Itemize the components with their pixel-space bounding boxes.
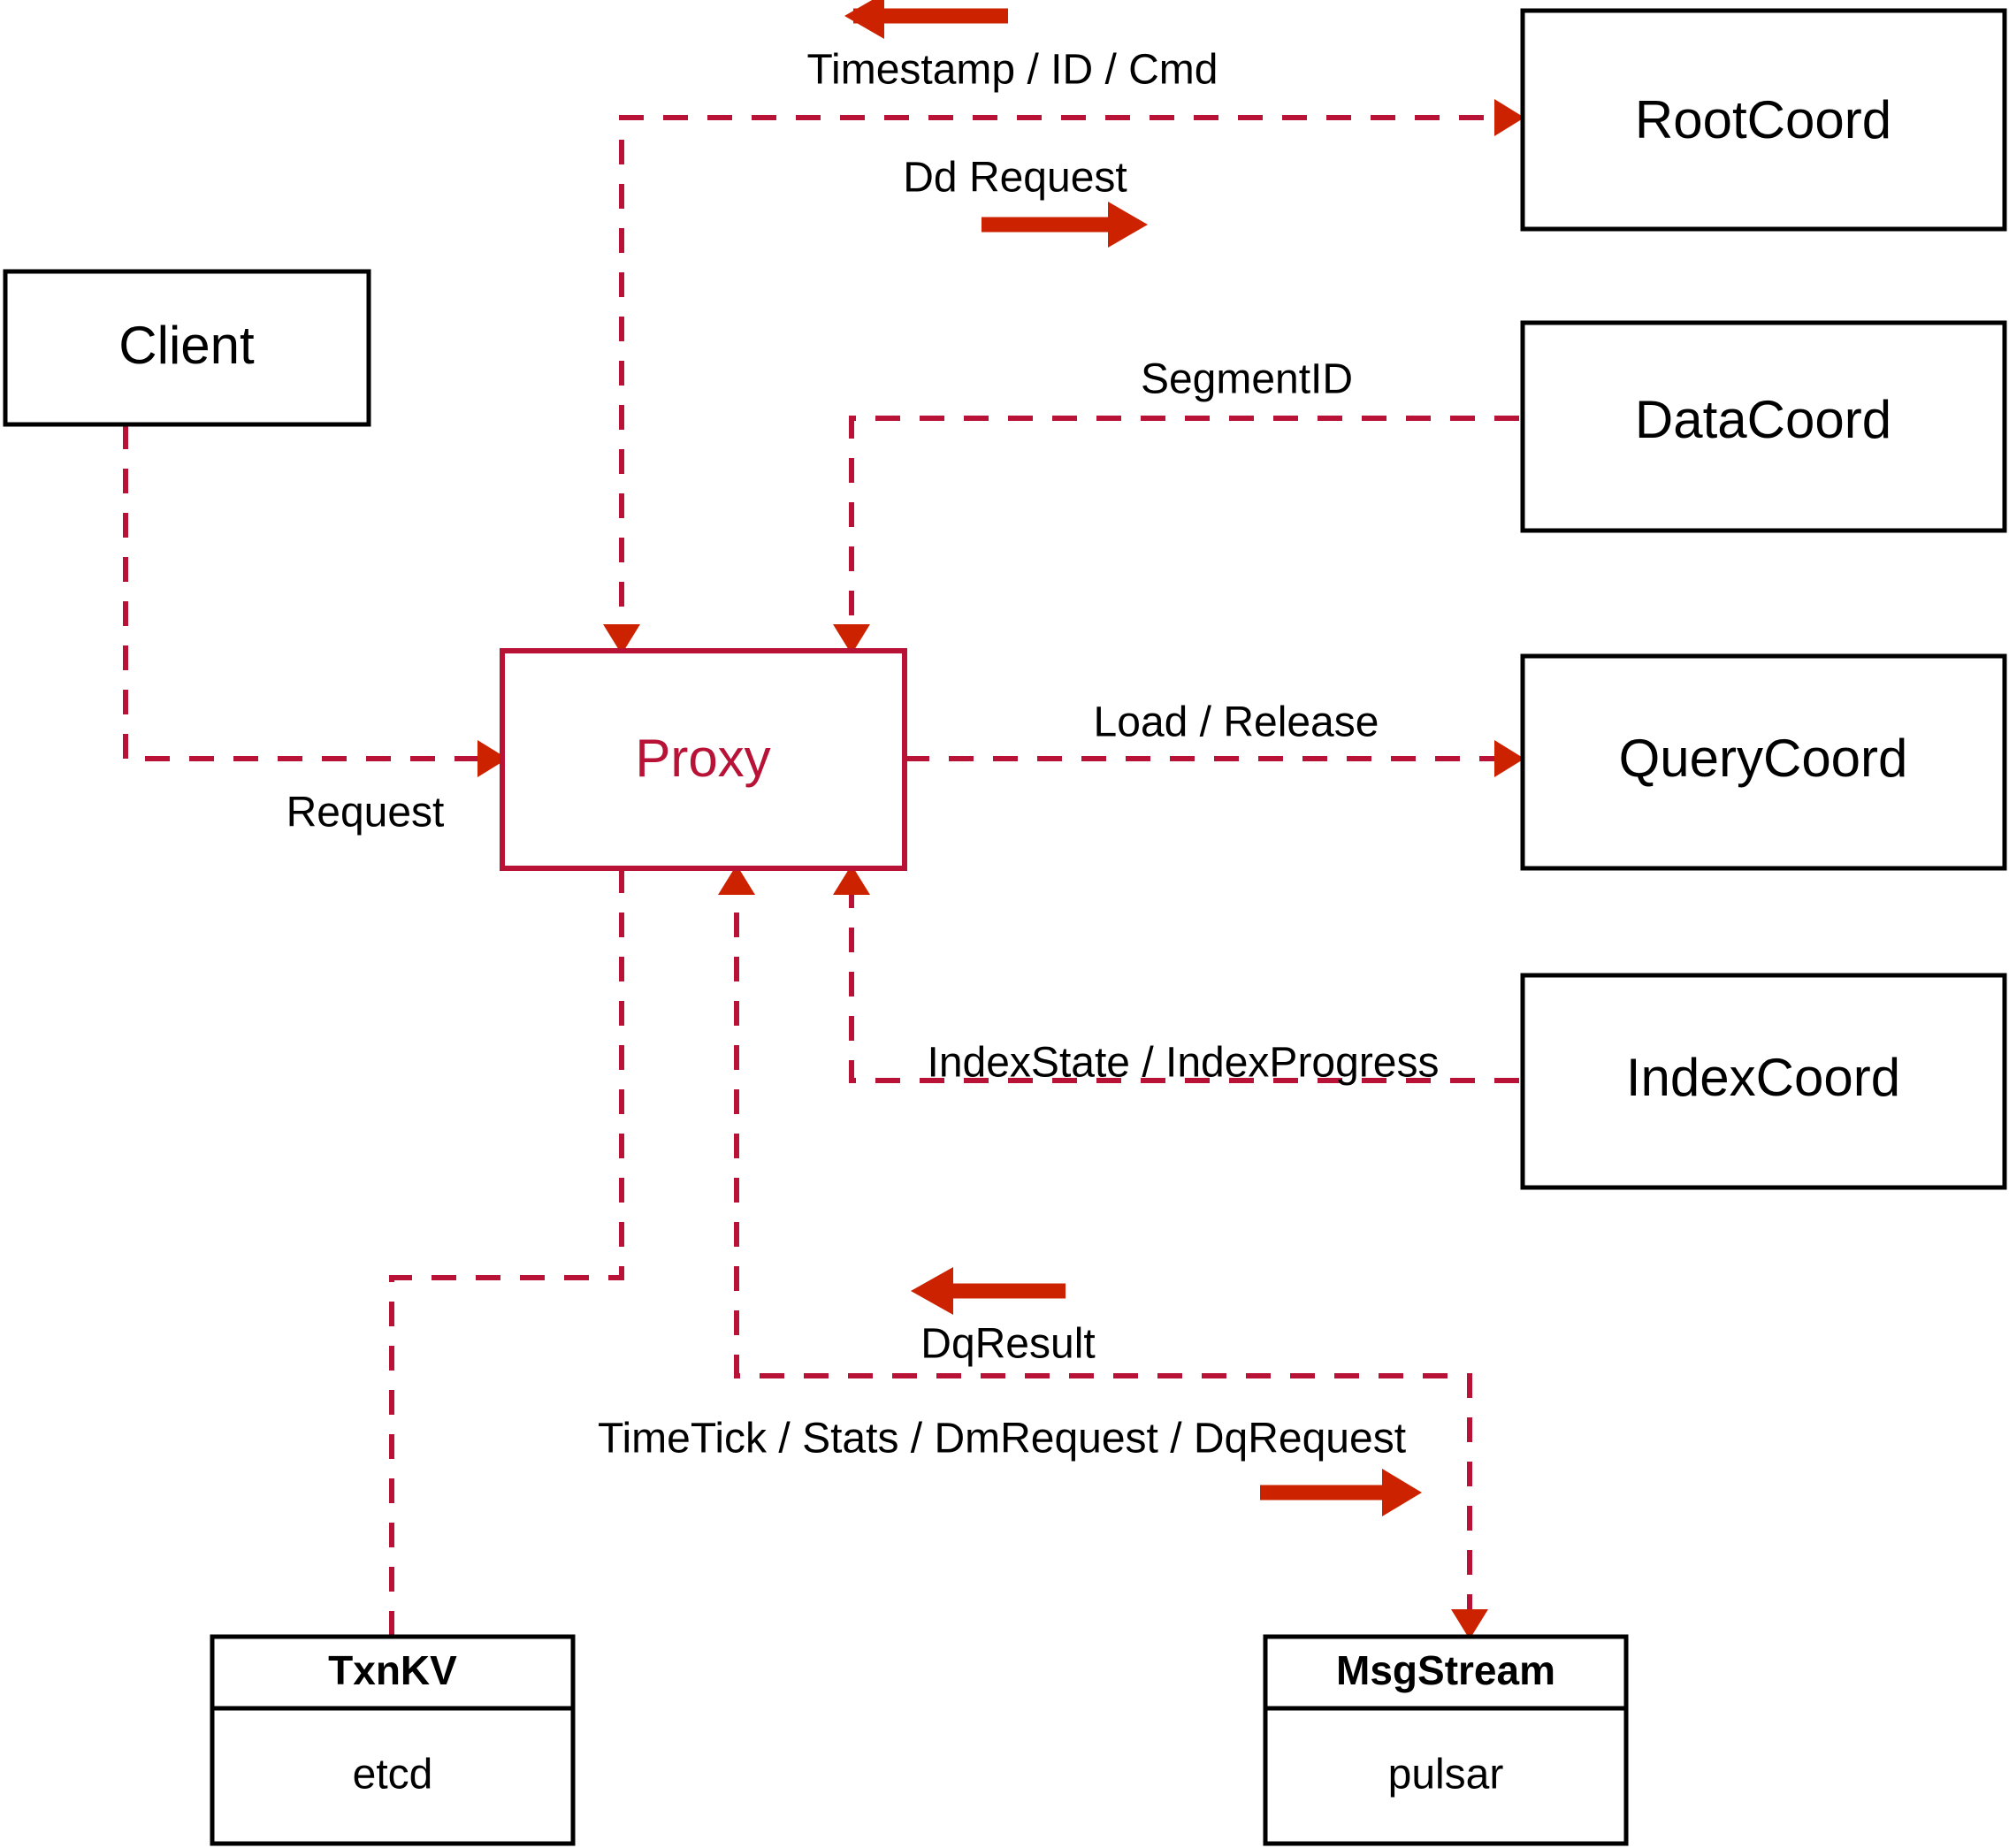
node-query-coord-label: QueryCoord: [1619, 729, 1908, 788]
direction-arrow-timestamp: [844, 0, 1008, 39]
node-root-coord[interactable]: RootCoord: [1520, 8, 2007, 232]
node-client[interactable]: Client: [3, 269, 371, 427]
direction-arrow-dq-result: [911, 1267, 1066, 1315]
node-client-label: Client: [118, 316, 255, 375]
edge-timetick-msgstream: [718, 865, 1488, 1639]
edge-label-dq-result: DqResult: [920, 1321, 1095, 1368]
edge-index-state-progress: [833, 865, 1519, 1083]
direction-arrow-timetick: [1260, 1469, 1422, 1516]
edge-label-request: Request: [286, 790, 445, 836]
node-proxy[interactable]: Proxy: [500, 648, 907, 871]
node-msgstream[interactable]: MsgStream pulsar: [1263, 1634, 1629, 1846]
node-proxy-label: Proxy: [635, 729, 770, 788]
edge-txnkv-link: [389, 868, 624, 1637]
edge-label-load-release: Load / Release: [1094, 699, 1379, 746]
edge-request: [123, 424, 508, 777]
node-txnkv[interactable]: TxnKV etcd: [210, 1634, 576, 1846]
edge-dd-request: [603, 99, 1524, 654]
node-data-coord-label: DataCoord: [1635, 390, 1891, 449]
node-txnkv-impl-label: etcd: [353, 1752, 433, 1798]
node-txnkv-label: TxnKV: [328, 1647, 457, 1693]
edge-segment-id: [833, 416, 1519, 654]
edge-label-dd-request: Dd Request: [903, 155, 1127, 202]
node-index-coord[interactable]: IndexCoord: [1520, 973, 2007, 1190]
node-index-coord-label: IndexCoord: [1626, 1048, 1900, 1107]
edge-load-release: [905, 740, 1524, 777]
edge-label-index-state-progress: IndexState / IndexProgress: [928, 1040, 1440, 1087]
node-msgstream-label: MsgStream: [1336, 1647, 1555, 1693]
edge-label-timetick-stats-dm-dq: TimeTick / Stats / DmRequest / DqRequest: [598, 1416, 1406, 1462]
edge-label-timestamp-id-cmd: Timestamp / ID / Cmd: [807, 47, 1218, 94]
node-root-coord-label: RootCoord: [1635, 90, 1891, 149]
node-data-coord[interactable]: DataCoord: [1520, 320, 2007, 533]
edge-label-segment-id: SegmentID: [1141, 356, 1353, 403]
node-query-coord[interactable]: QueryCoord: [1520, 653, 2007, 871]
node-msgstream-impl-label: pulsar: [1388, 1752, 1504, 1798]
direction-arrow-dd-request: [982, 202, 1148, 248]
